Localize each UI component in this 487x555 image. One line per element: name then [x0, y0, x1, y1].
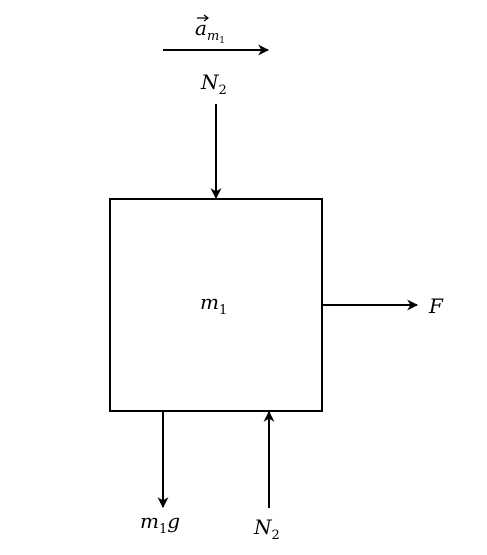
- svg-text:am1: am1: [195, 16, 225, 46]
- bottom-force-label: N2: [253, 515, 280, 543]
- vector-arrow-icon: [197, 14, 209, 22]
- body-label: m1: [200, 290, 227, 318]
- applied-force-label: F: [428, 294, 444, 318]
- top-force-label: N2: [200, 70, 227, 98]
- acceleration-label: am1: [195, 14, 225, 46]
- weight-label: m1g: [140, 509, 180, 537]
